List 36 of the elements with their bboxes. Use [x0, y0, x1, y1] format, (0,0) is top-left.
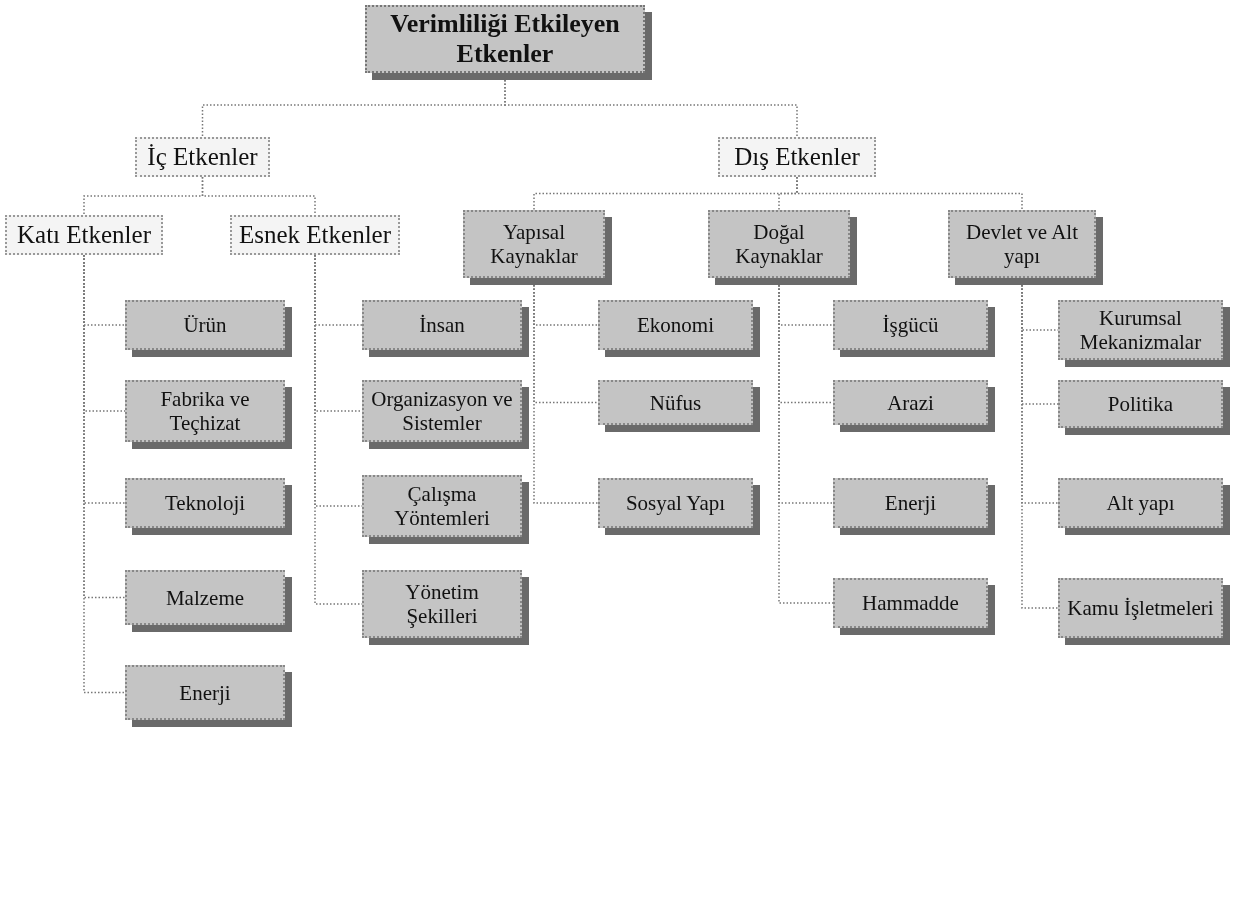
node-label: Ürün	[183, 313, 227, 337]
node-label: Enerji	[884, 491, 937, 515]
node-label: Yapısal Kaynaklar	[489, 220, 579, 268]
node-label: Sosyal Yapı	[625, 491, 726, 515]
connector-line	[83, 254, 126, 694]
category-box	[718, 137, 876, 177]
connector-line	[796, 176, 1023, 211]
node-label: Dış Etkenler	[734, 143, 860, 171]
category-box	[135, 137, 270, 177]
node-label: Malzeme	[165, 585, 245, 610]
node-label: Arazi	[887, 390, 934, 415]
node-label: Doğal Kaynaklar	[734, 220, 824, 268]
node-label: İşgücü	[882, 313, 939, 337]
node-label: Katı Etkenler	[17, 221, 151, 249]
node-label: Teknoloji	[164, 491, 246, 515]
node-label: İnsan	[419, 313, 465, 337]
category-box	[230, 215, 400, 255]
node-label: Alt yapı	[1106, 491, 1175, 515]
node-label: Organizasyon ve Sistemler	[370, 387, 514, 435]
node-label: Hammadde	[862, 591, 959, 615]
node-label: İç Etkenler	[147, 143, 258, 171]
node-label: Devlet ve Alt yapı	[965, 220, 1079, 268]
connector-line	[201, 176, 316, 216]
node-label: Yönetim Şekilleri	[404, 580, 480, 628]
connector-line	[314, 254, 363, 605]
node-label: Nüfus	[649, 390, 702, 415]
node-label: Kurumsal Mekanizmalar	[1078, 306, 1203, 354]
node-label: Fabrika ve Teçhizat	[159, 387, 251, 435]
category-box	[5, 215, 163, 255]
node-label: Enerji	[179, 680, 231, 705]
node-label: Politika	[1107, 392, 1174, 416]
node-label: Ekonomi	[637, 313, 714, 337]
node-label: Esnek Etkenler	[239, 221, 391, 249]
node-label: Kamu İşletmeleri	[1067, 596, 1214, 620]
node-label: Çalışma Yöntemleri	[393, 482, 491, 530]
node-label: Verimliliği Etkileyen Etkenler	[389, 9, 621, 69]
